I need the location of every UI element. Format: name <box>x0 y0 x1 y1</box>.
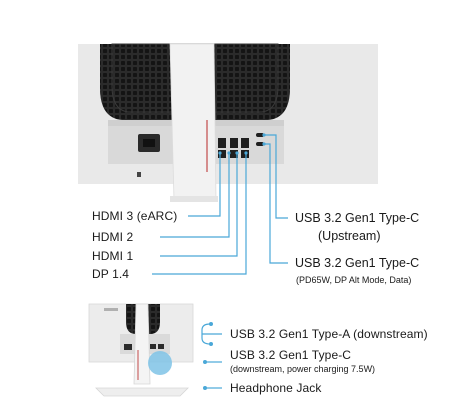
small-monitor-base <box>95 387 189 397</box>
bottom-leader-lines <box>201 323 222 389</box>
port-label-usbc-upstream: USB 3.2 Gen1 Type-C <box>295 211 420 225</box>
small-monitor-stand <box>133 303 151 385</box>
port-label-usba-downstream: USB 3.2 Gen1 Type-A (downstream) <box>230 327 428 341</box>
port-sub-upstream: (Upstream) <box>318 229 381 243</box>
top-leader-lines <box>152 134 288 275</box>
video-ports <box>218 138 249 158</box>
port-label-headphone: Headphone Jack <box>230 381 322 395</box>
port-label-hdmi3: HDMI 3 (eARC) <box>92 209 178 223</box>
port-label-dp: DP 1.4 <box>92 267 130 281</box>
port-label-hdmi2: HDMI 2 <box>92 230 134 244</box>
port-label-hdmi1: HDMI 1 <box>92 249 134 263</box>
usb-c-ports <box>256 133 264 146</box>
port-sub-pd: (PD65W, DP Alt Mode, Data) <box>296 275 412 285</box>
side-port-highlight <box>148 351 172 375</box>
monitor-stand-neck <box>169 43 217 201</box>
port-sub-downstream: (downstream, power charging 7.5W) <box>230 364 376 374</box>
port-label-usbc-pd: USB 3.2 Gen1 Type-C <box>295 256 420 270</box>
port-label-usbc-downstream: USB 3.2 Gen1 Type-C <box>230 348 352 362</box>
